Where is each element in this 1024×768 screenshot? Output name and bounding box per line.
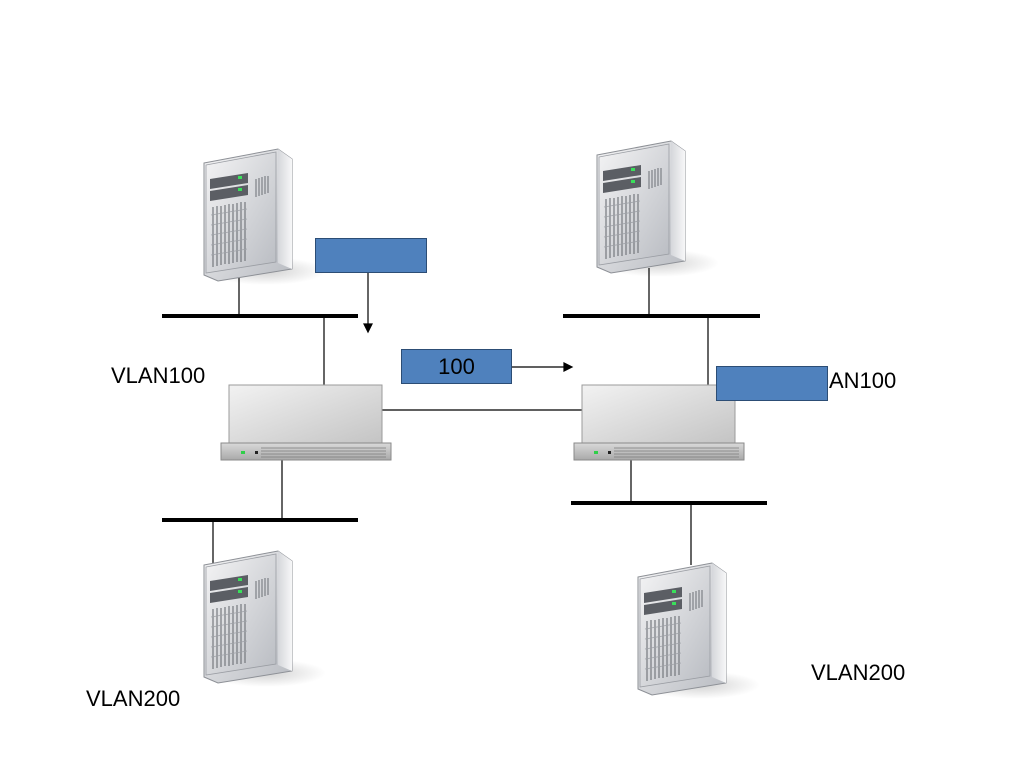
label-vlan100-right: AN100 [829,368,897,393]
label-vlan100-left: VLAN100 [111,363,206,388]
vlan-tag-right [716,366,828,401]
frame-arrows [363,273,574,372]
server-top-right-icon [596,140,720,278]
vlan-tag-middle: 100 [401,349,512,384]
lan-segments [162,314,767,522]
vlan-tag-top-left [315,238,427,273]
server-bottom-right-icon [637,562,761,700]
server-bottom-left-icon [203,550,327,688]
server-top-left-icon [203,148,327,286]
label-vlan200-right: VLAN200 [811,660,906,685]
label-vlan200-left: VLAN200 [86,686,181,711]
switch-left-icon [220,384,392,461]
